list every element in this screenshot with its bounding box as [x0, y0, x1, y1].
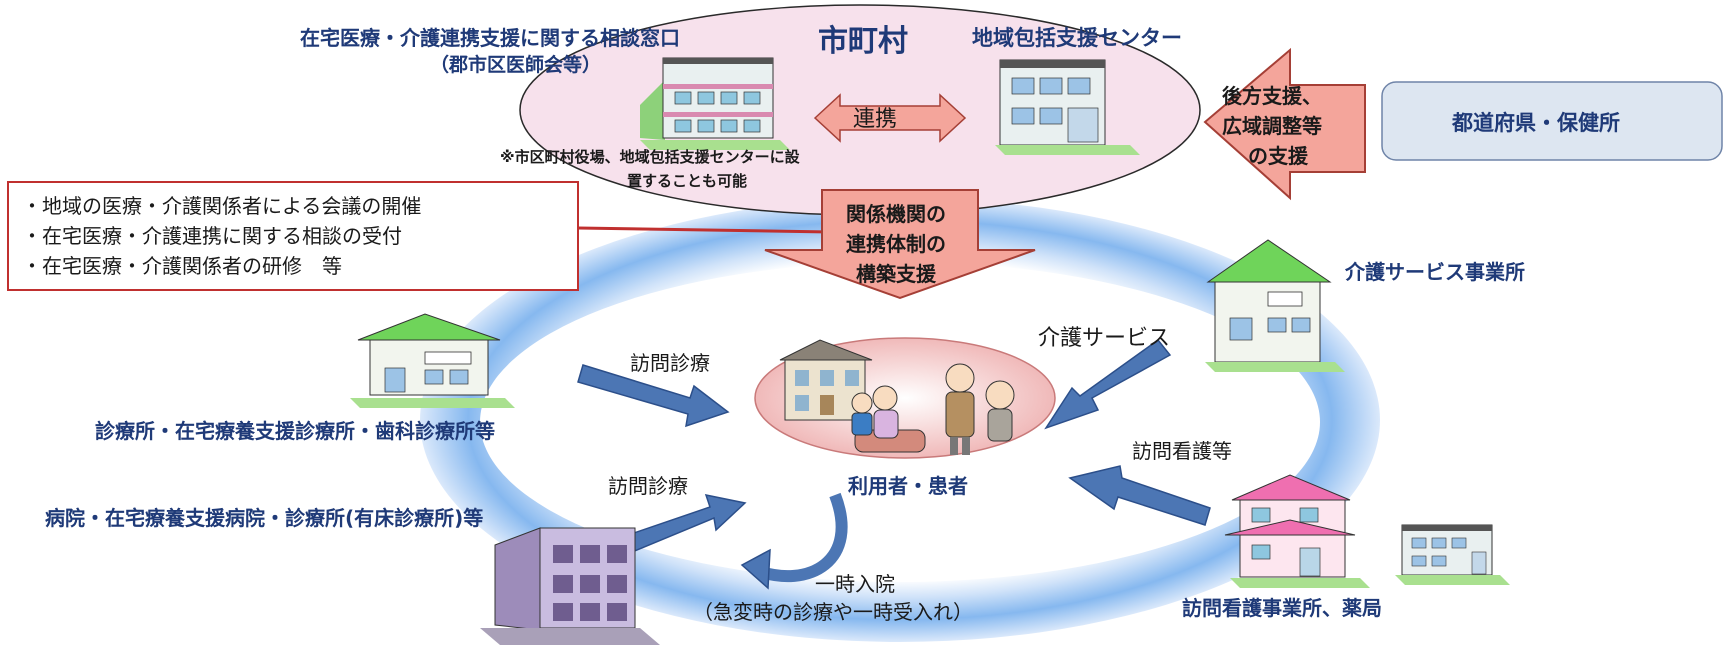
flow-temp-admission-1: 一時入院 [815, 572, 895, 596]
community-center-building-icon [995, 59, 1140, 155]
down-arrow-line1: 関係機関の [846, 202, 946, 226]
pharmacy-building-icon [1395, 524, 1510, 585]
arrow-temp-admission-head [740, 548, 771, 590]
callout-item-3: ・在宅医療・介護関係者の研修 等 [22, 254, 342, 278]
callout-item-1: ・地域の医療・介護関係者による会議の開催 [22, 194, 422, 218]
arrow-clinic [577, 364, 730, 428]
down-arrow-line2: 連携体制の [846, 232, 946, 256]
municipality-title: 市町村 [818, 24, 908, 59]
cooperation-arrow [813, 93, 967, 143]
callout-connector [577, 226, 831, 234]
callout-box [7, 181, 579, 291]
flow-temp-admission-2: （急変時の診療や一時受入れ） [693, 600, 973, 624]
prefecture-box-label: 都道府県・保健所 [1452, 111, 1620, 135]
municipality-note-line2: 置することも可能 [627, 172, 748, 190]
support-label-line3: の支援 [1248, 144, 1308, 168]
callout-item-2: ・在宅医療・介護連携に関する相談の受付 [22, 224, 402, 248]
cooperation-label: 連携 [853, 107, 898, 132]
flow-home-visit-1: 訪問診療 [630, 351, 710, 375]
flow-visiting-nursing: 訪問看護等 [1132, 439, 1232, 463]
support-arrow [1203, 47, 1366, 201]
consult-window-title: 在宅医療・介護連携支援に関する相談窓口 [300, 26, 680, 50]
support-label-line2: 広域調整等 [1222, 114, 1322, 138]
municipality-note-line1: ※市区町村役場、地域包括支援センターに設 [500, 148, 800, 166]
flow-care-service: 介護サービス [1038, 326, 1171, 351]
blue-arrows [577, 338, 1211, 554]
support-label-line1: 後方支援、 [1222, 84, 1322, 108]
flow-home-visit-2: 訪問診療 [608, 474, 688, 498]
consult-window-subtitle: （郡市区医師会等） [430, 54, 602, 76]
arrow-nursing [1068, 465, 1211, 526]
arrow-hospital [627, 494, 747, 554]
clinic-label: 診療所・在宅療養支援診療所・歯科診療所等 [95, 419, 495, 443]
nursing-label: 訪問看護事業所、薬局 [1182, 596, 1382, 620]
arrow-temp-admission [752, 492, 848, 583]
clinic-building-icon [350, 313, 515, 408]
care-service-label: 介護サービス事業所 [1345, 260, 1525, 284]
hospital-label: 病院・在宅療養支援病院・診療所(有床診療所)等 [45, 506, 484, 530]
prefecture-box [1381, 81, 1723, 161]
arrow-care-service [1044, 338, 1172, 430]
consult-building-icon [640, 57, 790, 150]
support-down-arrow [764, 189, 1036, 300]
nursing-building-icon [1224, 474, 1370, 588]
community-center-title: 地域包括支援センター [972, 26, 1182, 50]
family-people-icon [851, 363, 1015, 455]
care-service-building-icon [1205, 239, 1345, 372]
hospital-building-icon [480, 527, 660, 645]
family-house-icon [779, 339, 873, 421]
center-label: 利用者・患者 [848, 474, 968, 498]
down-arrow-line3: 構築支援 [856, 262, 936, 286]
